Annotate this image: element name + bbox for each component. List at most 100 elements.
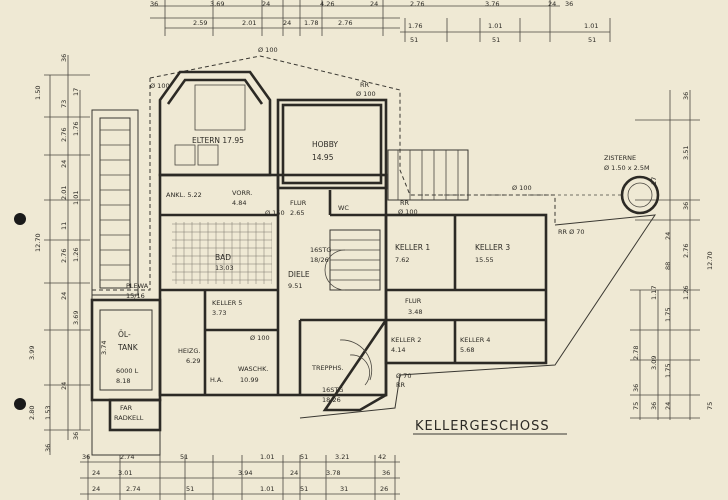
room-flur-mid-area: 3.48 [408, 308, 422, 316]
pipe-label-7: RR [400, 199, 410, 207]
dim-top-a1: 2.59 [193, 19, 207, 27]
dim-right-r16: 75 [632, 402, 640, 410]
dim-top-a4: 1.78 [304, 19, 318, 27]
cistern-dim: Ø 1.50 x 2.5M [604, 164, 650, 172]
room-flur-top-area: 2.65 [290, 209, 304, 217]
dim-left-l15: 3.69 [72, 311, 80, 325]
dim-right-r3: 17 [650, 177, 658, 185]
dim-left-l3: 73 [60, 100, 68, 108]
dim-top-c2: 3.69 [210, 0, 224, 8]
pipe-label-8: Ø 150 [265, 209, 285, 217]
room-keller1: KELLER 1 [395, 243, 430, 252]
room-diele: DIELE [288, 270, 310, 279]
dim-bottom-d4: 1.01 [260, 453, 274, 461]
room-hobby: HOBBY [312, 140, 338, 149]
dim-top-c8: 24 [548, 0, 556, 8]
room-trepphs: TREPPHS. [311, 364, 344, 372]
dim-bottom-d6: 3.21 [335, 453, 349, 461]
dim-top-c4: 4.26 [320, 0, 334, 8]
dim-left-l16: 3.74 [100, 341, 108, 355]
room-plewa-dim: 15/16 [126, 292, 145, 300]
punch-hole-bottom [14, 398, 26, 410]
dim-right-r5: 2.76 [682, 244, 690, 258]
dim-left-l18: 1.53 [44, 406, 52, 420]
stair-top [324, 229, 381, 291]
dim-left-l21: 3.99 [28, 346, 36, 360]
right-exterior-stair [387, 149, 469, 201]
dim-bottom-d8: 3.01 [118, 469, 132, 477]
dim-left-l1: 1.50 [34, 86, 42, 100]
dim-top-c9: 36 [565, 0, 573, 8]
dim-top-c1: 36 [150, 0, 158, 8]
room-keller4: KELLER 4 [460, 336, 490, 344]
dim-top-a5: 2.76 [338, 19, 352, 27]
dim-right-r12: 3.09 [650, 356, 658, 370]
room-bad-area: 13.03 [215, 264, 234, 272]
dim-bottom-d10: 24 [290, 469, 298, 477]
room-keller2: KELLER 2 [391, 336, 421, 344]
room-keller3: KELLER 3 [475, 243, 510, 252]
room-flur-top: FLUR [290, 199, 307, 207]
dim-bottom-d19: 31 [340, 485, 348, 493]
bed-furniture [174, 84, 246, 166]
dim-left-l20: 36 [44, 444, 52, 452]
dim-bottom-d16: 51 [300, 485, 308, 493]
dim-right-r18: 24 [664, 402, 672, 410]
building-walls [90, 70, 548, 432]
room-heizg: HEIZG. [178, 347, 200, 355]
dim-right-r14: 1.75 [664, 364, 672, 378]
room-tank: TANK [117, 343, 139, 352]
room-keller4-area: 5.68 [460, 346, 474, 354]
dim-left-l4: 17 [72, 88, 80, 96]
dim-bottom-d1: 36 [82, 453, 90, 461]
dim-left-l11: 2.76 [60, 249, 68, 263]
dim-right-r1: 36 [682, 92, 690, 100]
dim-bottom-d9: 3.94 [238, 469, 252, 477]
dim-top-c3: 24 [262, 0, 270, 8]
pipe-label-3: Ø 100 [356, 90, 376, 98]
stair-top-dim: 18/26 [310, 256, 329, 264]
dim-right-r7: 24 [664, 232, 672, 240]
dim-bottom-d5: 51 [300, 453, 308, 461]
dim-bottom-d3: 51 [180, 453, 188, 461]
dim-top-b3: 1.01 [488, 22, 502, 30]
dim-left-l2: 36 [60, 54, 68, 62]
bathroom-tiles [172, 222, 272, 284]
room-heizg-area: 6.29 [186, 357, 200, 365]
pipe-label-12: Ø 100 [150, 82, 170, 90]
dim-left-l6: 1.76 [72, 122, 80, 136]
stair-bottom-count: 16STG [322, 386, 343, 394]
title-kellergeschoss: KELLERGESCHOSS [415, 419, 550, 434]
dim-right-r13: 2.78 [632, 346, 640, 360]
stair-bottom [339, 339, 373, 386]
dim-left-l12: 12.70 [34, 233, 42, 252]
room-wasch-area: 10.99 [240, 376, 259, 384]
dim-right-r10: 1.75 [664, 308, 672, 322]
room-flur-mid: FLUR [405, 297, 422, 305]
dim-top-c7: 3.76 [485, 0, 499, 8]
dim-bottom-d17: 2.74 [126, 485, 140, 493]
dim-top-b1: 1.76 [408, 22, 422, 30]
dim-bottom-d15: 1.01 [260, 485, 274, 493]
room-ha: H.A. [210, 376, 223, 384]
dim-left-l22: 36 [72, 432, 80, 440]
dim-bottom-d20: 26 [380, 485, 388, 493]
pipe-label-1: Ø 100 [258, 46, 278, 54]
punch-hole-top [14, 213, 26, 225]
dim-left-l8: 2.01 [60, 186, 68, 200]
dim-top-b6: 51 [588, 36, 596, 44]
pipe-label-9: Ø 70 [396, 372, 411, 380]
dim-right-r9: 1.26 [682, 286, 690, 300]
dim-right-r2: 3.51 [682, 146, 690, 160]
dim-top-b4: 51 [492, 36, 500, 44]
pipe-label-2: RR [360, 81, 370, 89]
dim-left-l10: 11 [60, 222, 68, 230]
dim-right-r17: 36 [650, 402, 658, 410]
room-keller5: KELLER 5 [212, 299, 242, 307]
room-far: FAR [120, 404, 133, 412]
room-oel: ÖL- [118, 330, 131, 339]
room-wc: WC [338, 204, 349, 212]
room-keller5-area: 3.73 [212, 309, 226, 317]
pipe-label-4: Ø 100 [512, 184, 532, 192]
